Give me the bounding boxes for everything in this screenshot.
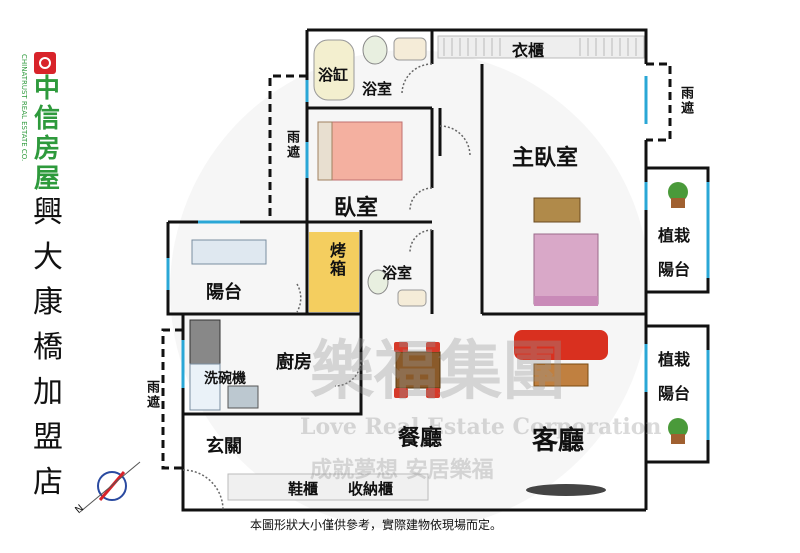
label-balcony: 陽台 — [206, 282, 242, 303]
store-name: 興 大 康 橋 加 盟 店 — [28, 190, 68, 505]
label-wardrobe: 衣櫃 — [512, 41, 545, 60]
store-char: 康 — [33, 285, 63, 320]
label-dishwasher: 洗碗機 — [204, 371, 246, 387]
toilet-shape-2 — [367, 269, 389, 295]
store-char: 大 — [33, 240, 63, 275]
label-plant-balcony-top-2: 陽台 — [658, 260, 691, 279]
store-char: 橋 — [33, 330, 63, 365]
watermark-main: 樂福集團 — [310, 335, 566, 409]
label-awning-middle: 雨遮 — [284, 130, 299, 160]
tv-cabinet — [526, 484, 606, 496]
windows — [166, 76, 710, 440]
label-living: 客廳 — [532, 426, 585, 456]
label-bathroom-top: 浴室 — [362, 80, 393, 98]
brand-name: 中信房屋 — [34, 74, 61, 194]
label-storage-cabinet: 收納櫃 — [348, 480, 394, 498]
label-bedroom: 臥室 — [334, 196, 379, 221]
footnote: 本圖形狀大小僅供參考，實際建物依現場而定。 — [250, 518, 503, 532]
label-plant-balcony-bottom-1: 植栽 — [658, 350, 691, 369]
brand-logo-mark — [34, 52, 56, 74]
label-dining: 餐廳 — [398, 426, 443, 451]
watermark-english: Love Real Estate Corporation — [300, 414, 662, 440]
plant-bottom — [668, 418, 688, 438]
store-char: 店 — [33, 465, 63, 500]
label-awning-right: 雨遮 — [678, 86, 693, 116]
store-char: 加 — [33, 375, 63, 410]
watermark-slogan: 成就夢想 安居樂福 — [310, 458, 494, 483]
sink-shape-2 — [397, 289, 427, 307]
bathtub-shape — [313, 39, 355, 101]
label-oven: 烤箱 — [327, 242, 346, 278]
kitchen-sink — [227, 385, 259, 409]
toilet-shape — [362, 35, 388, 65]
compass-icon — [79, 461, 141, 513]
coffee-table — [533, 363, 589, 387]
master-bed — [533, 233, 599, 305]
label-bathtub: 浴缸 — [318, 66, 349, 84]
store-char: 興 — [33, 195, 63, 230]
label-master-bedroom: 主臥室 — [512, 146, 579, 171]
dining-table — [395, 351, 441, 389]
master-desk — [533, 197, 581, 223]
sofa — [514, 330, 608, 360]
brand-logo: CHINATRUST REAL ESTATE CO. 中信房屋 — [18, 50, 98, 194]
brand-side-text: CHINATRUST REAL ESTATE CO. — [20, 54, 28, 162]
oven-block — [309, 232, 359, 312]
awnings — [161, 62, 672, 470]
label-shoe-cabinet: 鞋櫃 — [288, 480, 319, 498]
laundry-rack — [191, 239, 267, 265]
label-plant-balcony-top-1: 植栽 — [658, 226, 691, 245]
stove — [189, 319, 221, 365]
store-char: 盟 — [33, 420, 63, 455]
plant-top — [668, 182, 688, 202]
sink-shape — [393, 37, 427, 61]
kitchen-counter — [189, 363, 221, 411]
label-kitchen: 廚房 — [276, 352, 312, 373]
label-bathroom-bottom: 浴室 — [382, 264, 413, 282]
cabinet-rect — [227, 473, 429, 501]
label-entrance: 玄關 — [206, 436, 242, 457]
label-awning-left: 雨遮 — [144, 380, 159, 410]
label-plant-balcony-bottom-2: 陽台 — [658, 384, 691, 403]
wardrobe-rect — [437, 35, 645, 59]
door-swings — [182, 63, 471, 511]
